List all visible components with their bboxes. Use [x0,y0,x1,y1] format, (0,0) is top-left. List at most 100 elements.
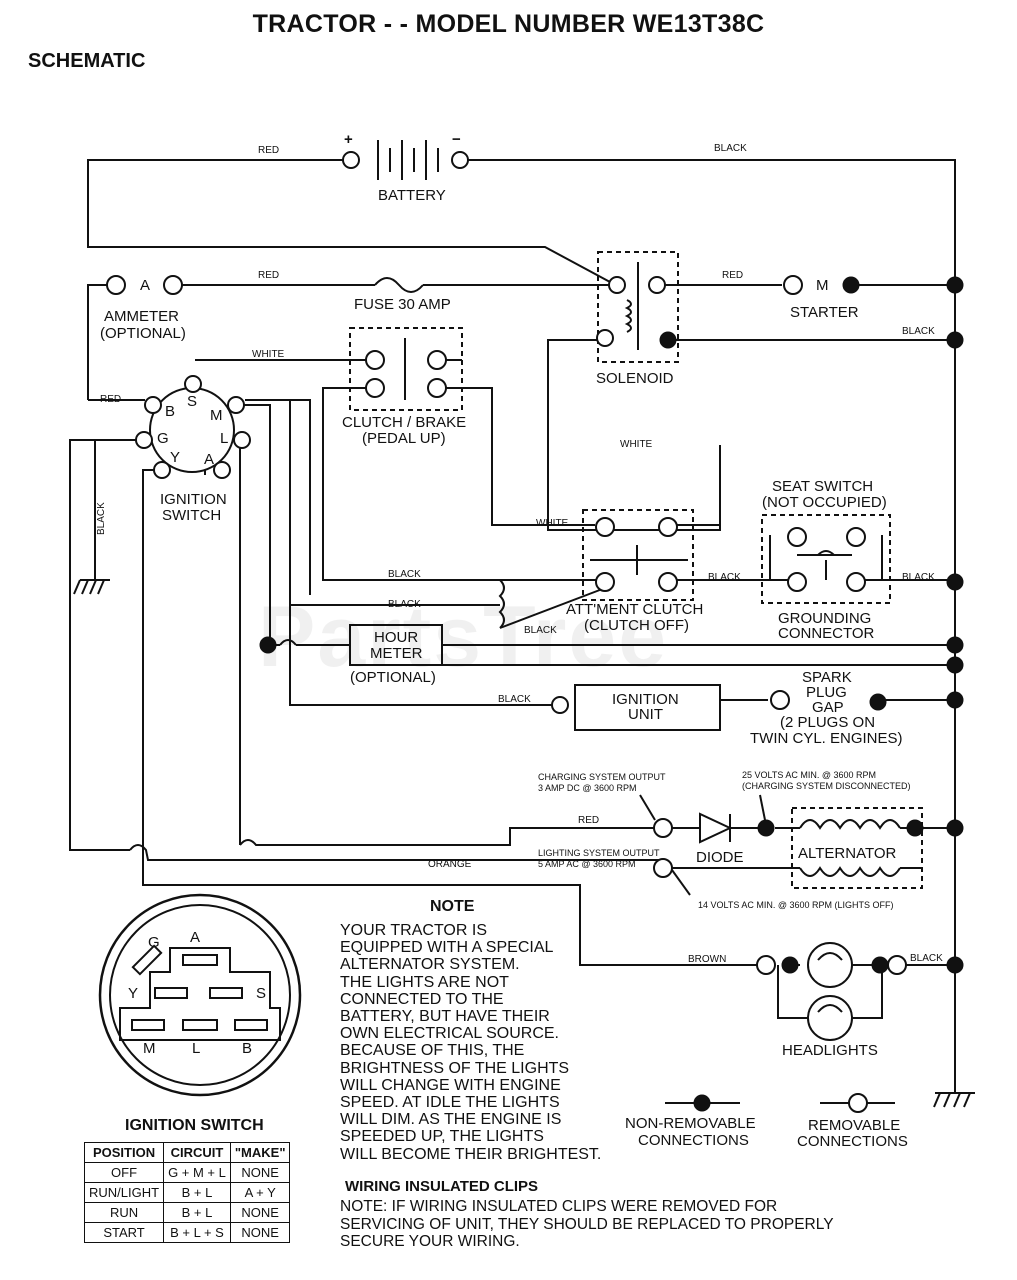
attment-clutch-box [582,509,694,601]
spark-label-4: (2 PLUGS ON [780,714,875,731]
grounding-label: GROUNDING [778,610,871,627]
wire-label-black-6: BLACK [388,599,421,610]
legend-removable: REMOVABLE [808,1117,900,1134]
note-body: YOUR TRACTOR IS EQUIPPED WITH A SPECIAL … [340,922,640,1163]
page-title: TRACTOR - - MODEL NUMBER WE13T38C [252,10,765,38]
solenoid-label: SOLENOID [596,370,674,387]
ignition-unit-label-2: UNIT [628,706,663,723]
wire-label-black-7: BLACK [524,625,557,636]
connector-s: S [256,985,266,1002]
table-cell: B + L [163,1182,231,1203]
wire-label-white-1: WHITE [252,349,285,360]
spark-label-1: SPARK [802,669,852,686]
battery-label: BATTERY [378,187,446,204]
page-subtitle: SCHEMATIC [28,50,146,72]
table-cell: NONE [229,1222,291,1243]
table-header: "MAKE" [229,1142,291,1163]
clips-heading: WIRING INSULATED CLIPS [345,1178,539,1195]
terminal-y: Y [170,449,180,466]
table-cell: B + L + S [163,1222,231,1243]
wire-label-red-5: RED [578,815,599,826]
table-cell: B + L [163,1202,231,1223]
clutch-brake-box [349,327,463,411]
table-cell: A + Y [229,1182,291,1203]
seat-switch-state: (NOT OCCUPIED) [762,494,887,511]
charging-output-value: 3 AMP DC @ 3600 RPM [538,783,637,793]
wire-label-black-5: BLACK [902,572,935,583]
note-line: CONNECTED TO THE [340,990,504,1008]
wire-label-red-3: RED [722,270,743,281]
wire-label-black-3: BLACK [388,569,421,580]
terminal-l: L [220,430,228,447]
solenoid-box [597,251,679,363]
ignition-switch-label-2: SWITCH [162,507,221,524]
table-cell: G + M + L [163,1162,231,1183]
connector-b: B [242,1040,252,1057]
ignition-unit-box [574,684,721,731]
terminal-a: A [204,451,214,468]
battery-minus: − [452,131,461,148]
legend-removable-2: CONNECTIONS [797,1133,908,1150]
connector-m: M [143,1040,156,1057]
lighting-output-value: 5 AMP AC @ 3600 RPM [538,859,636,869]
hour-meter-label-2: METER [370,645,423,662]
ignition-unit-label: IGNITION [612,691,679,708]
attment-clutch-label: ATT'MENT CLUTCH [566,601,703,618]
wire-label-brown: BROWN [688,954,726,965]
ammeter-symbol: A [140,277,150,294]
table-cell: NONE [229,1162,291,1183]
table-cell: RUN [83,1202,165,1223]
table-cell: OFF [83,1162,165,1183]
legend-non-removable: NON-REMOVABLE [625,1115,756,1132]
diode-label: DIODE [696,849,744,866]
battery-plus: + [344,131,353,148]
table-header: POSITION [83,1142,165,1163]
wire-label-black-1: BLACK [714,143,747,154]
alternator-label: ALTERNATOR [798,845,897,862]
note-line: BECAUSE OF THIS, THE [340,1042,525,1060]
table-row: OFF G + M + L NONE [83,1162,291,1183]
wire-label-white-2: WHITE [620,439,653,450]
table-header-row: POSITION CIRCUIT "MAKE" [83,1142,291,1163]
table-cell: NONE [229,1202,291,1223]
table-row: RUN/LIGHT B + L A + Y [83,1182,291,1203]
table-row: START B + L + S NONE [83,1222,291,1243]
ammeter-optional: (OPTIONAL) [100,325,186,342]
wire-label-black-8: BLACK [498,694,531,705]
wire-battery-negative-ground [468,159,956,1080]
note-line: OWN ELECTRICAL SOURCE. [340,1025,559,1043]
note-line: WILL CHANGE WITH ENGINE [340,1076,561,1094]
wire-label-red-1: RED [258,145,279,156]
note-line: SPEED. AT IDLE THE LIGHTS [340,1094,560,1112]
hour-meter-label: HOUR [374,629,418,646]
terminal-s: S [187,393,197,410]
alternator-box [791,807,923,889]
wire-label-red-4: RED [100,394,121,405]
wire-label-black-4: BLACK [708,572,741,583]
note-line: ALTERNATOR SYSTEM. [340,956,520,974]
table-cell: RUN/LIGHT [83,1182,165,1203]
starter-label: STARTER [790,304,859,321]
legend-non-removable-2: CONNECTIONS [638,1132,749,1149]
connector-a: A [190,929,200,946]
ignition-table-title: IGNITION SWITCH [125,1117,264,1134]
spark-label-3: GAP [812,699,844,716]
hour-meter-optional: (OPTIONAL) [350,669,436,686]
seat-switch-label: SEAT SWITCH [772,478,873,495]
note-line: THE LIGHTS ARE NOT [340,973,509,991]
wire-label-orange: ORANGE [428,859,472,870]
terminal-b: B [165,403,175,420]
starter-symbol: M [816,277,829,294]
connector-y: Y [128,985,138,1002]
note-line: WILL BECOME THEIR BRIGHTEST. [340,1145,602,1163]
note-line: BRIGHTNESS OF THE LIGHTS [340,1059,570,1077]
wire-label-red-2: RED [258,270,279,281]
wire-battery-positive [87,159,611,283]
clutch-brake-label: CLUTCH / BRAKE [342,414,466,431]
volts25-label: 25 VOLTS AC MIN. @ 3600 RPM [742,770,876,780]
clutch-brake-pedal: (PEDAL UP) [362,430,446,447]
spark-label-2: PLUG [806,684,847,701]
charging-output-label: CHARGING SYSTEM OUTPUT [538,772,666,782]
ignition-switch-label: IGNITION [160,491,227,508]
